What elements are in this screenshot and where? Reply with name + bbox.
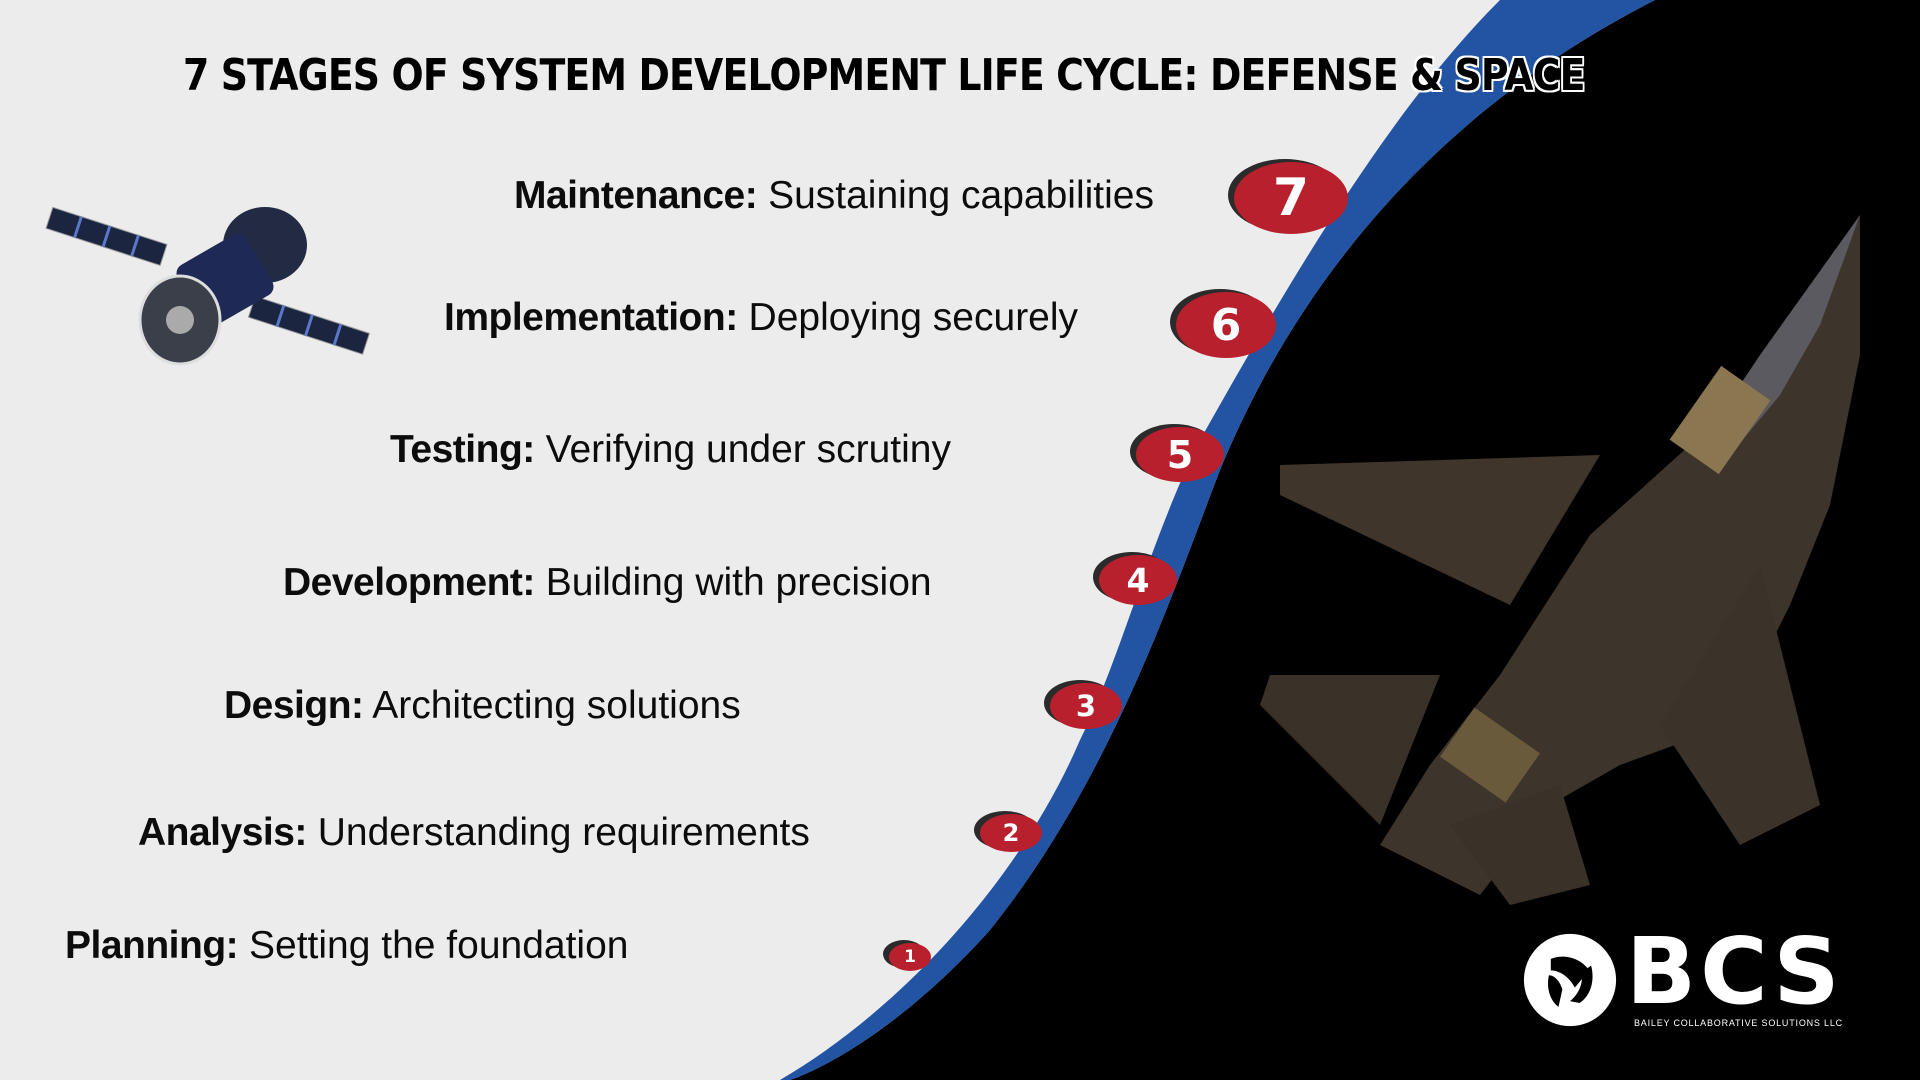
stage-name: Development: — [283, 561, 535, 604]
bcs-logo: BCS BAILEY COLLABORATIVE SOLUTIONS LLC — [1522, 926, 1842, 1032]
stage-name: Planning: — [65, 924, 239, 967]
stage-description: Verifying under scrutiny — [545, 428, 951, 471]
stage-badge-6: 6 — [1176, 292, 1276, 358]
fighter-jet-image — [1260, 215, 1860, 905]
satellite-image — [45, 206, 371, 366]
aperture-circle-icon — [1523, 933, 1617, 1027]
stage-badge-3: 3 — [1050, 683, 1122, 729]
stage-badge-7: 7 — [1234, 162, 1348, 234]
stage-row-maintenance: Maintenance: Sustaining capabilities — [514, 176, 1154, 215]
stage-badge-4: 4 — [1099, 555, 1177, 605]
stage-description: Deploying securely — [748, 296, 1079, 339]
stage-row-analysis: Analysis: Understanding requirements — [138, 813, 810, 852]
page-title: 7 STAGES OF SYSTEM DEVELOPMENT LIFE CYCL… — [183, 50, 1585, 101]
stage-row-design: Design: Architecting solutions — [224, 686, 741, 725]
stage-badge-2: 2 — [980, 814, 1042, 852]
stage-name: Maintenance: — [514, 174, 758, 217]
stage-row-implementation: Implementation: Deploying securely — [444, 298, 1078, 337]
stage-badge-5: 5 — [1136, 427, 1224, 482]
stage-name: Analysis: — [138, 811, 307, 854]
stage-name: Testing: — [390, 428, 535, 471]
logo-wordmark: BCS — [1626, 918, 1844, 1025]
stage-description: Building with precision — [545, 561, 932, 604]
stage-row-development: Development: Building with precision — [283, 563, 932, 602]
title-outlined-text: & SPACE — [1410, 50, 1585, 101]
stage-badge-1: 1 — [889, 943, 931, 971]
stage-name: Design: — [224, 684, 364, 727]
stage-description: Sustaining capabilities — [768, 174, 1154, 217]
stage-row-testing: Testing: Verifying under scrutiny — [390, 430, 951, 469]
stage-description: Architecting solutions — [372, 684, 741, 727]
stage-row-planning: Planning: Setting the foundation — [65, 926, 628, 965]
stage-description: Setting the foundation — [249, 924, 629, 967]
stage-name: Implementation: — [444, 296, 738, 339]
title-main-text: 7 STAGES OF SYSTEM DEVELOPMENT LIFE CYCL… — [183, 50, 1399, 101]
logo-subtitle: BAILEY COLLABORATIVE SOLUTIONS LLC — [1634, 1018, 1843, 1028]
stage-description: Understanding requirements — [317, 811, 810, 854]
